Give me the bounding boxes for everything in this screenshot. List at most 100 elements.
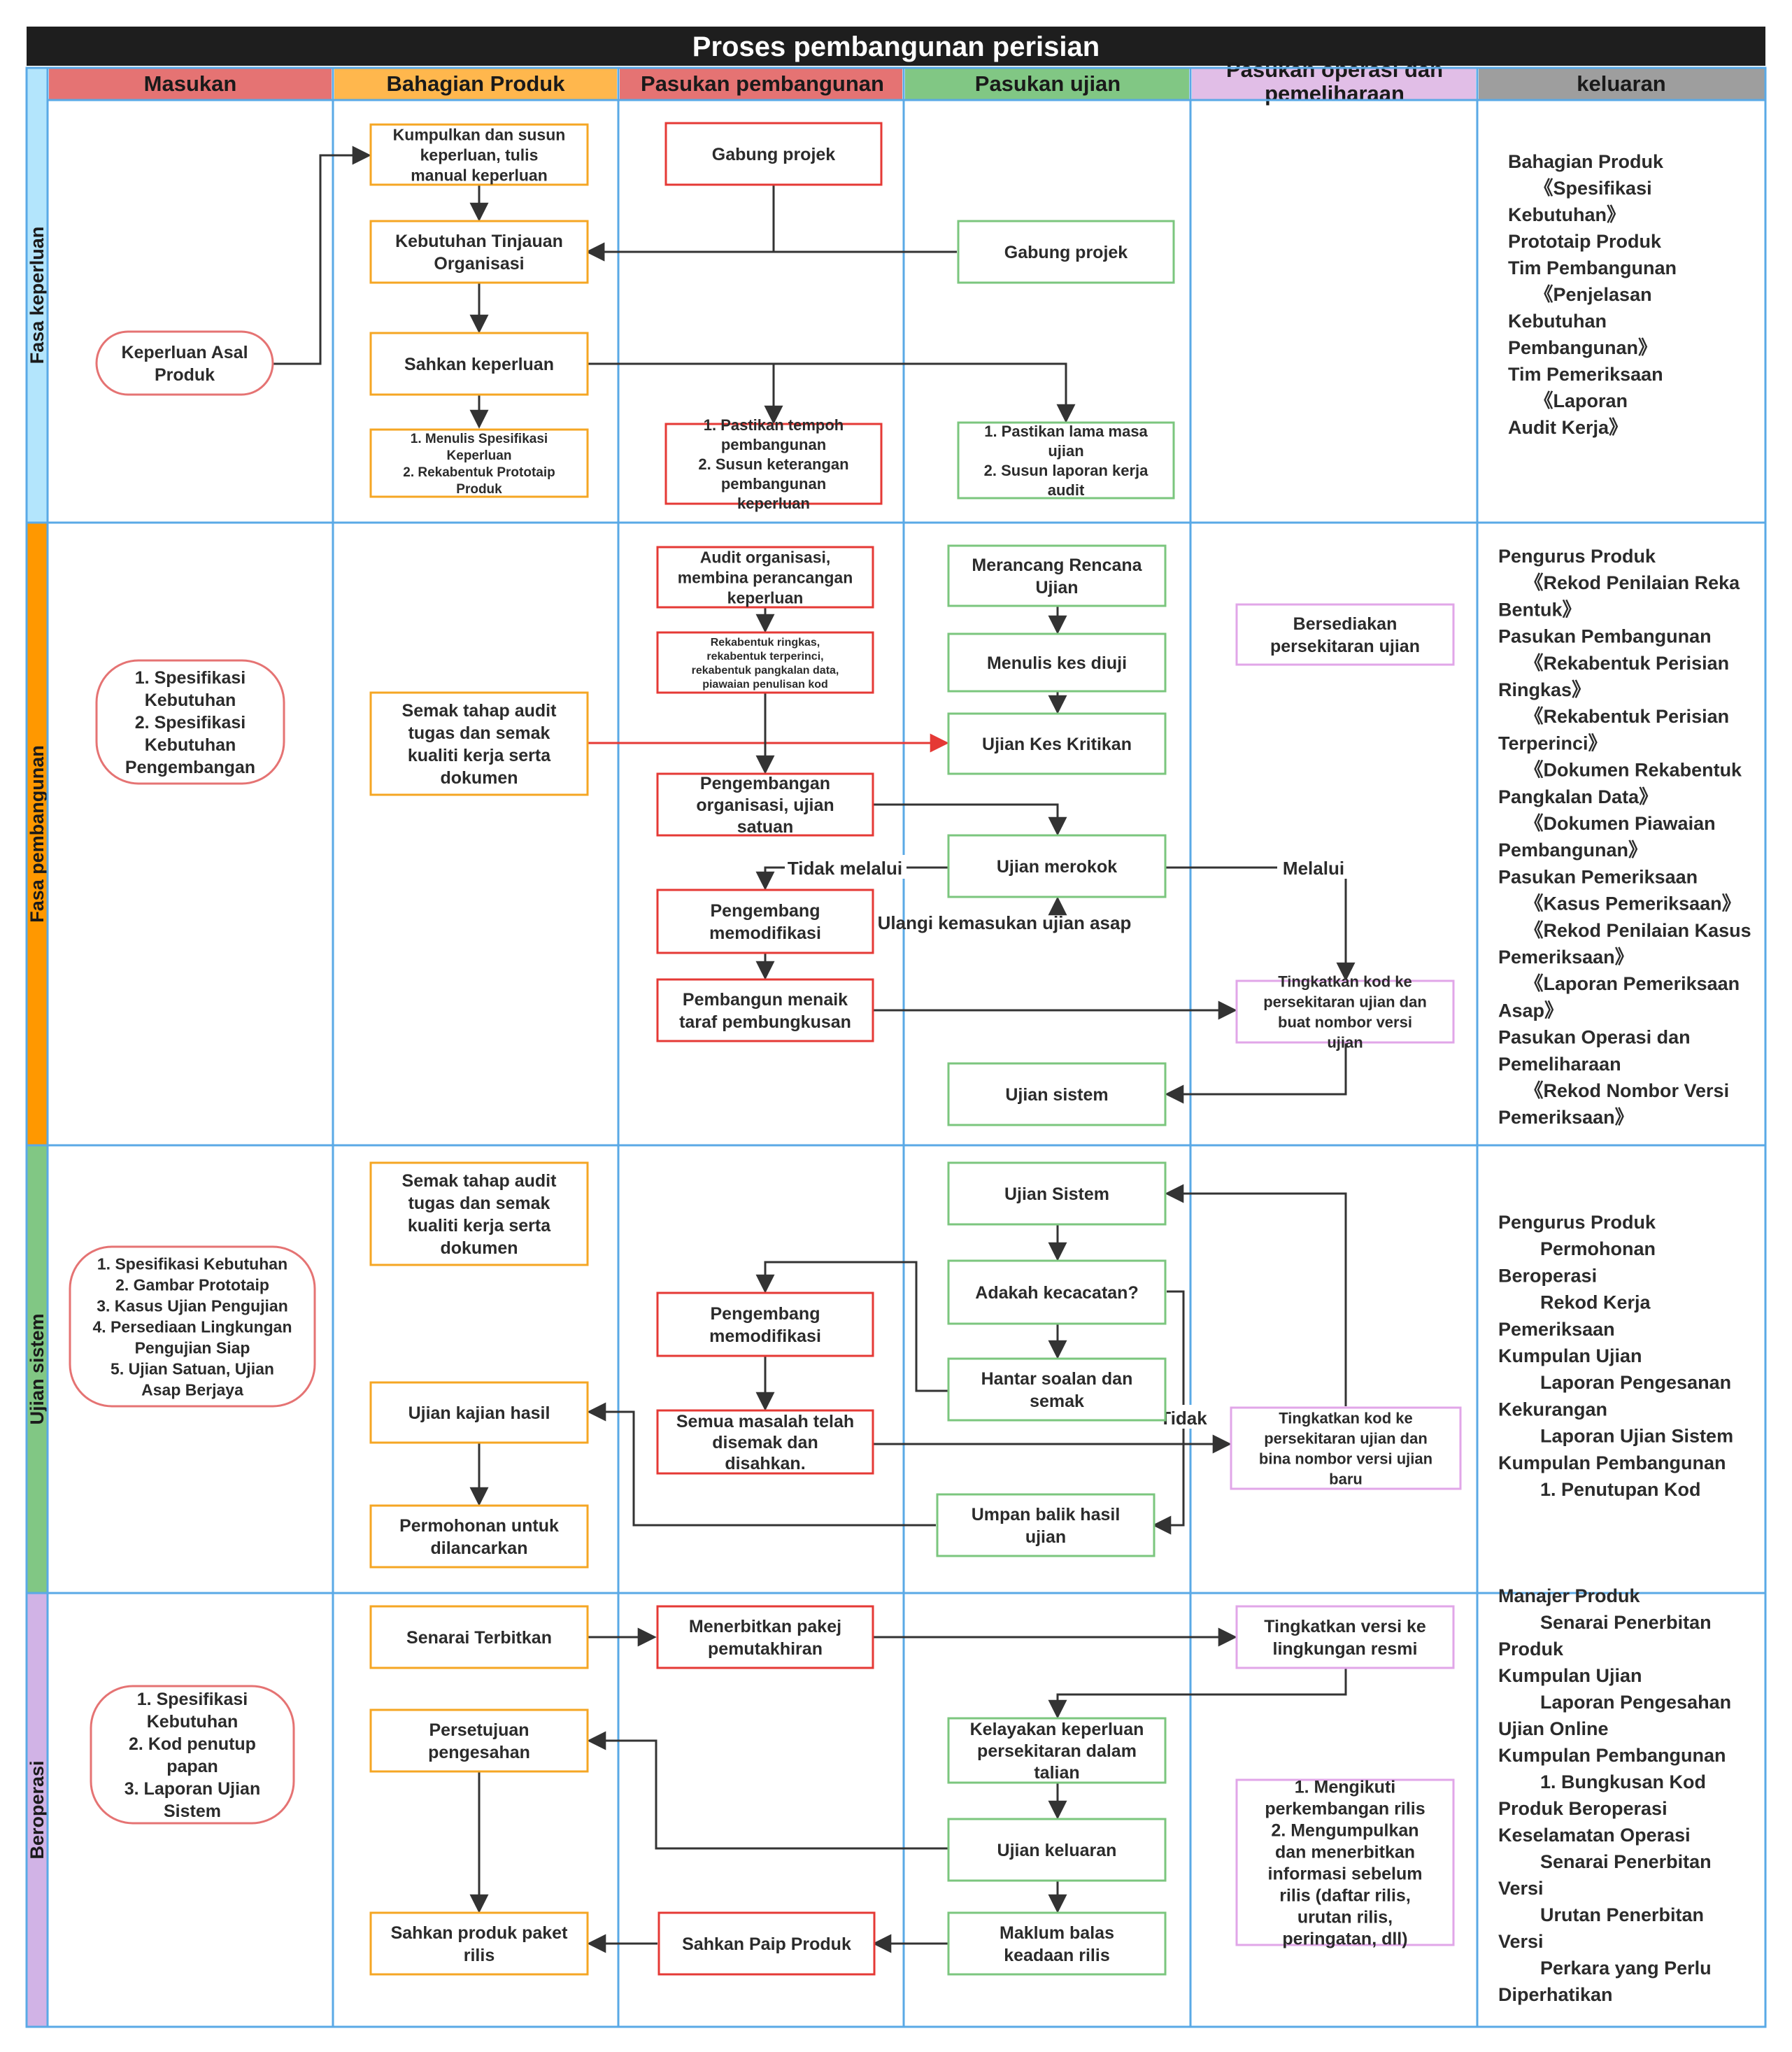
- column-header-pasukan-operasi: [1192, 68, 1476, 99]
- column-label-masukan: Masukan: [144, 71, 237, 96]
- edge-pengorg-to-merokok: [873, 803, 1067, 836]
- column-label-pasukan-pembangunan: Pasukan pembangunan: [641, 71, 884, 96]
- node-label: Menulis kes diuji: [987, 653, 1127, 673]
- node-box: [947, 632, 1167, 693]
- diagram-title: Proses pembangunan perisian: [692, 31, 1100, 62]
- node-box: [1230, 1406, 1462, 1490]
- node-box: [656, 1409, 874, 1475]
- node-box: [936, 1493, 1155, 1557]
- node-ujkeluaran: Ujian keluaran: [947, 1818, 1167, 1882]
- lane-label-fasa-keperluan: Fasa keperluan: [27, 227, 48, 365]
- node-kes: Menulis kes diuji: [947, 632, 1167, 693]
- edge-tingkat1-to-ujsistem1: [1165, 1042, 1347, 1104]
- node-label: Senarai Terbitkan: [406, 1628, 552, 1648]
- node-box: [957, 421, 1175, 500]
- node-ujsistem2: Ujian Sistem: [947, 1161, 1167, 1226]
- column-header-pasukan-ujian: [905, 68, 1189, 99]
- node-box: [369, 332, 589, 396]
- node-label: Ujian keluaran: [997, 1841, 1117, 1860]
- node-box: [1235, 979, 1455, 1044]
- node-label: Ujian Sistem: [1004, 1184, 1109, 1204]
- node-label: Ujian kajian hasil: [408, 1403, 550, 1423]
- node-box: [947, 544, 1167, 607]
- node-box: [664, 423, 883, 505]
- lane-label-ujian-sistem: Ujian sistem: [27, 1313, 48, 1424]
- node-label: Gabung projek: [712, 145, 836, 164]
- column-label-bahagian-produk: Bahagian Produk: [387, 71, 566, 96]
- column-headers: Masukan Bahagian Produk Pasukan pembangu…: [49, 57, 1765, 106]
- node-label: Gabung projek: [1004, 243, 1128, 262]
- node-box: [947, 712, 1167, 775]
- node-label: Sahkan Paip Produk: [682, 1934, 851, 1954]
- node-box: [369, 1605, 589, 1669]
- node-box: [947, 834, 1167, 898]
- node-label: Rekabentuk ringkas,rekabentuk terperinci…: [692, 637, 839, 691]
- column-header-bahagian-produk: [334, 68, 617, 99]
- node-kajian: Ujian kajian hasil: [369, 1381, 589, 1444]
- node-box: [95, 330, 274, 396]
- edge-ujkeluaran-to-persetujuan: [587, 1731, 948, 1850]
- node-gabung2: Gabung projek: [957, 220, 1175, 284]
- node-box: [369, 1161, 589, 1266]
- node-box: [947, 1062, 1167, 1126]
- column-header-pasukan-pembangunan: [620, 68, 902, 99]
- node-box: [656, 1605, 874, 1669]
- node-box: [369, 1381, 589, 1444]
- lane-label-beroperasi: Beroperasi: [27, 1760, 48, 1859]
- node-box: [369, 691, 589, 796]
- node-label: Ujian sistem: [1005, 1085, 1108, 1105]
- edge-label-tidak-melalui: Tidak melalui: [788, 858, 902, 879]
- edge-umpan-to-kajian: [587, 1402, 936, 1527]
- node-box: [947, 1259, 1167, 1325]
- lane-bar-ujian-sistem: [27, 1145, 48, 1593]
- node-label: Ujian Kes Kritikan: [982, 735, 1132, 754]
- node-box: [1235, 603, 1455, 666]
- node-ujsistem1: Ujian sistem: [947, 1062, 1167, 1126]
- edge-asal-to-kumpul: [273, 146, 371, 365]
- node-sahpaip: Sahkan Paip Produk: [657, 1911, 876, 1976]
- node-box: [947, 1717, 1167, 1784]
- node-box: [947, 1911, 1167, 1976]
- node-box: [656, 1292, 874, 1357]
- edge-label-tidak: Tidak: [1160, 1408, 1207, 1429]
- node-box: [369, 1911, 589, 1976]
- edge-label-ulangi: Ulangi kemasukan ujian asap: [878, 912, 1132, 933]
- node-box: [1235, 1778, 1455, 1946]
- node-box: [947, 1161, 1167, 1226]
